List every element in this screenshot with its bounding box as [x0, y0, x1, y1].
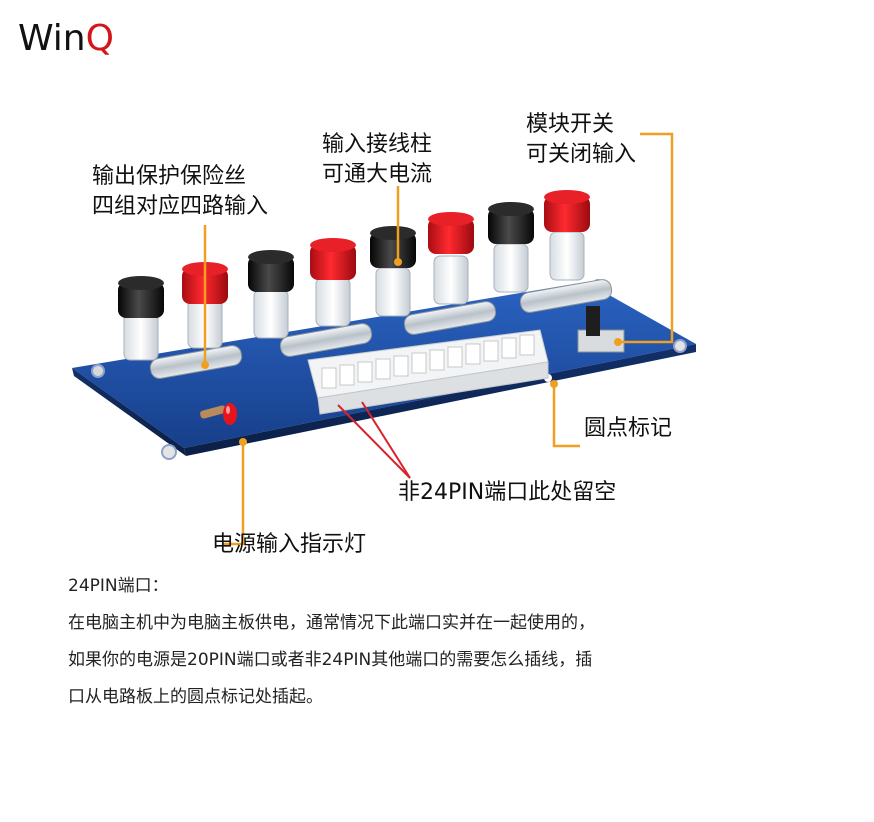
callout-led: 电源输入指示灯: [212, 532, 367, 557]
callout-not-24pin: 非24PIN端口此处留空: [398, 480, 617, 505]
caption-heading: 24PIN端口：: [68, 576, 169, 596]
caption-line: 口从电路板上的圆点标记处插起。: [68, 687, 323, 707]
callout-fuse: 输出保护保险丝 四组对应四路输入: [92, 164, 269, 219]
pcb-photo: [72, 132, 696, 546]
slide-switch: [577, 306, 625, 353]
power-led: [200, 403, 237, 425]
atx-24pin-connector: [307, 329, 549, 415]
caption-line: 在电脑主机中为电脑主板供电，通常情况下此端口实并在一起使用的，: [68, 613, 595, 633]
binding-posts: [118, 190, 590, 361]
callout-lines: [203, 132, 674, 546]
callout-terminal: 输入接线柱 可通大电流: [322, 132, 433, 187]
red-pointer-lines: [337, 401, 411, 479]
callout-switch: 模块开关 可关闭输入: [526, 112, 637, 167]
brand-logo: WinQ: [18, 18, 114, 59]
callout-dot-mark: 圆点标记: [584, 416, 673, 441]
caption-line: 如果你的电源是20PIN端口或者非24PIN其他端口的需要怎么插线，插: [68, 650, 593, 670]
fuse-row: [149, 279, 613, 379]
description-text: 24PIN端口： 在电脑主机中为电脑主板供电，通常情况下此端口实并在一起使用的，…: [68, 568, 808, 716]
